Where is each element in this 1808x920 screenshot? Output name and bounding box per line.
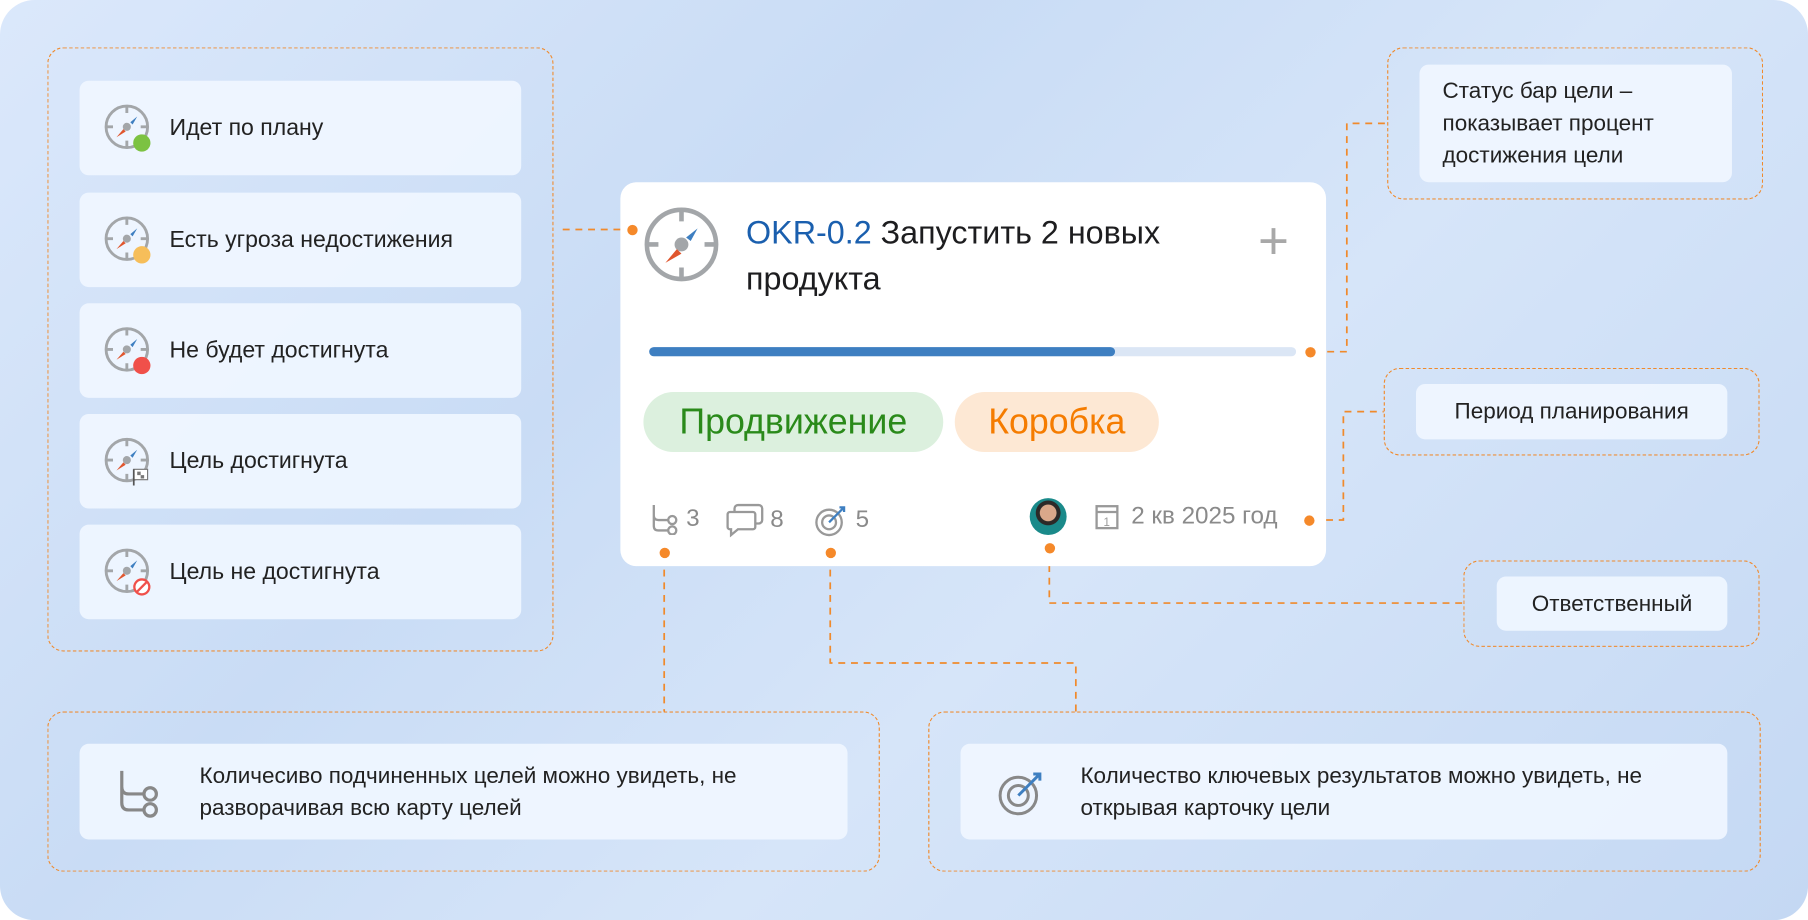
- legend-label: Цель достигнута: [169, 447, 348, 474]
- connector-dot: [626, 224, 638, 235]
- compass-status-icon: [104, 548, 151, 596]
- calendar-icon: 1: [1095, 505, 1119, 530]
- period[interactable]: 1 2 кв 2025 год: [1094, 502, 1278, 531]
- key-results-note-text: Количество ключевых результатов можно ув…: [1080, 762, 1643, 821]
- subgoals-note-text: Количесиво подчиненных целей можно увиде…: [199, 762, 737, 821]
- tag-promotion[interactable]: Продвижение: [643, 392, 944, 453]
- svg-text:1: 1: [1104, 517, 1110, 529]
- comments-value: 8: [770, 506, 784, 533]
- key-results-value: 5: [855, 506, 870, 533]
- progress-fill: [649, 347, 1115, 357]
- compass-status-icon: [104, 327, 151, 375]
- connector-dot: [658, 547, 670, 558]
- status-bar-note-group: [1387, 47, 1764, 200]
- subgoals-note-group: [47, 711, 880, 872]
- subgoals-note: Количесиво подчиненных целей можно увиде…: [79, 743, 848, 840]
- legend-item-off-track: Не будет достигнута: [79, 303, 522, 398]
- progress-bar: [649, 347, 1297, 357]
- connector-dot: [1304, 346, 1316, 357]
- legend-item-achieved: Цель достигнута: [79, 413, 522, 509]
- period-note-group: [1383, 367, 1760, 456]
- compass-status-icon: [104, 104, 151, 152]
- goal-name: Запустить 2 новых продукта: [746, 214, 1161, 297]
- compass-status-icon: [104, 216, 151, 264]
- add-button[interactable]: +: [1258, 209, 1290, 270]
- period-note: Период планирования: [1416, 383, 1728, 440]
- comments-count[interactable]: 8: [725, 503, 784, 538]
- legend-label: Не будет достигнута: [169, 337, 389, 363]
- goal-card[interactable]: OKR-0.2 Запустить 2 новых продукта +: [620, 182, 1327, 567]
- connector-dot: [1044, 542, 1055, 553]
- subgoals-icon: [120, 770, 158, 818]
- legend-item-on-track: Идет по плану: [79, 80, 522, 176]
- target-icon: [815, 506, 846, 537]
- legend-label: Цель не достигнута: [169, 558, 380, 585]
- period-value: 2 кв 2025 год: [1131, 502, 1278, 530]
- goal-title[interactable]: OKR-0.2 Запустить 2 новых продукта: [746, 210, 1230, 302]
- status-legend-group: [47, 47, 554, 652]
- compass-status-icon: [104, 437, 150, 486]
- comments-icon: [726, 503, 764, 538]
- tag-box[interactable]: Коробка: [954, 392, 1159, 453]
- key-results-count[interactable]: 5: [813, 503, 869, 538]
- legend-label: Идет по плану: [169, 114, 324, 141]
- owner-note-group: [1463, 560, 1760, 647]
- legend-label: Есть угроза недостижения: [169, 226, 453, 252]
- goal-id[interactable]: OKR-0.2: [746, 214, 872, 251]
- connector-dot: [1303, 514, 1314, 526]
- target-icon: [998, 771, 1042, 815]
- connector-dot: [825, 547, 836, 558]
- compass-icon: [644, 207, 719, 282]
- key-results-note: Количество ключевых результатов можно ув…: [960, 743, 1728, 840]
- legend-item-at-risk: Есть угроза недостижения: [79, 192, 522, 288]
- legend-item-not-achieved: Цель не достигнута: [79, 524, 522, 620]
- owner-note: Ответственный: [1496, 576, 1728, 631]
- subgoals-icon: [652, 505, 678, 536]
- status-bar-note: Статус бар цели – показывает процент дос…: [1419, 64, 1732, 183]
- owner-avatar[interactable]: [1029, 498, 1067, 536]
- subgoals-value: 3: [686, 505, 700, 532]
- key-results-note-group: [928, 711, 1761, 872]
- subgoals-count[interactable]: 3: [650, 503, 700, 536]
